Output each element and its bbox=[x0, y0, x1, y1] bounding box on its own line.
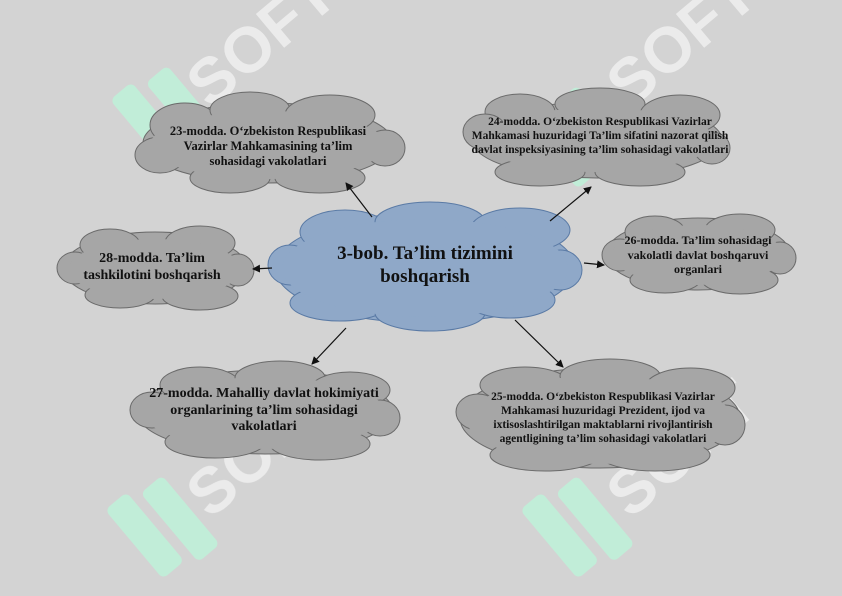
arrow-to-n25 bbox=[514, 319, 564, 368]
node-23-label: 23-modda. O‘zbekiston Respublikasi Vazir… bbox=[169, 123, 367, 168]
arrow-to-n26 bbox=[583, 260, 605, 269]
arrow-to-n27 bbox=[311, 327, 347, 365]
node-26-label: 26-modda. Ta’lim sohasidagi vakolatli da… bbox=[624, 233, 772, 277]
node-25-label: 25-modda. O‘zbekiston Respublikasi Vazir… bbox=[491, 391, 715, 445]
cloud-n28 bbox=[56, 225, 255, 311]
cloud-center bbox=[267, 201, 583, 332]
arrow-to-n24 bbox=[549, 186, 592, 222]
cloud-n25 bbox=[455, 358, 746, 472]
node-27-label: 27-modda. Mahalliy davlat hokimiyati org… bbox=[149, 385, 379, 435]
arrow-to-n28 bbox=[252, 264, 273, 273]
cloud-n26 bbox=[601, 213, 797, 295]
arrow-to-n23 bbox=[345, 182, 373, 218]
cloud-n27 bbox=[129, 360, 401, 461]
node-28-label: 28-modda. Ta’lim tashkilotini boshqarish bbox=[83, 251, 221, 283]
arrows bbox=[252, 182, 605, 368]
cloud-n23 bbox=[134, 91, 406, 194]
node-24-label: 24-modda. O‘zbekiston Respublikasi Vazir… bbox=[471, 116, 729, 156]
cloud-n24 bbox=[462, 87, 731, 187]
center-title: 3-bob. Ta’lim tizimini boshqarish bbox=[337, 242, 513, 287]
